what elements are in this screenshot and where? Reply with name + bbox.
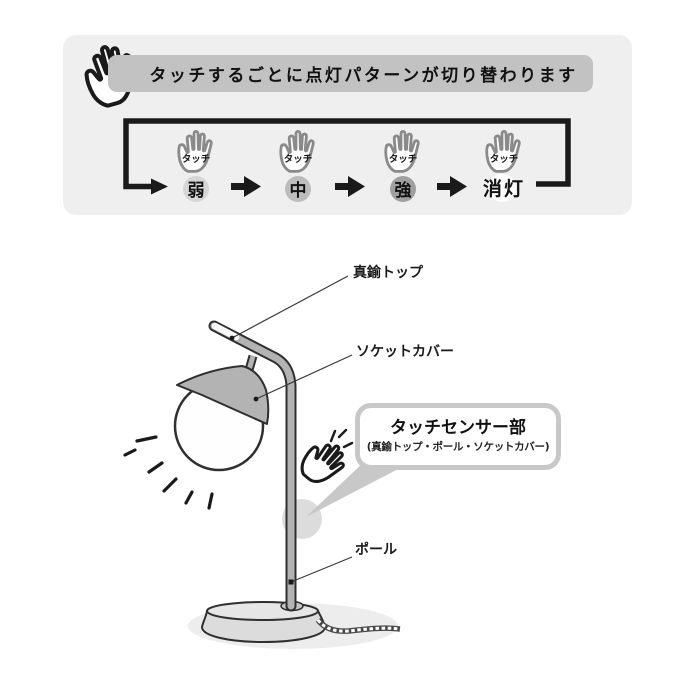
tap-strokes <box>329 428 354 449</box>
callout-subtitle: (真鍮トップ・ポール・ソケットカバー) <box>366 440 550 453</box>
touch-badge-label: タッチ <box>388 154 418 165</box>
touch-badge-label: タッチ <box>489 154 519 165</box>
lamp-base <box>201 610 326 643</box>
light-rays <box>123 435 214 510</box>
callout-title: タッチセンサー部 <box>390 418 526 439</box>
lamp-base-top <box>206 601 319 621</box>
floor-shadow <box>188 603 398 649</box>
socket-cover <box>176 365 270 425</box>
step-medium-label: 中 <box>289 181 307 201</box>
header-text: タッチするごとに点灯パターンが切り替わります <box>149 66 578 86</box>
touch-sensor-callout: タッチセンサー部 (真鍮トップ・ポール・ソケットカバー) <box>355 403 561 470</box>
socket-cover-label: ソケットカバー <box>356 344 454 360</box>
lamp-globe <box>173 380 265 472</box>
pole <box>210 322 295 610</box>
pole-label: ポール <box>355 542 397 558</box>
brass-top-tip <box>211 322 240 341</box>
leader-dot-brass <box>229 335 235 341</box>
touch-highlight <box>282 499 322 539</box>
leader-dot-pole <box>288 579 294 585</box>
step-weak-label: 弱 <box>187 181 205 201</box>
header-bar: タッチするごとに点灯パターンが切り替わります <box>108 55 593 92</box>
power-cord-braid <box>316 619 401 633</box>
leader-lines <box>231 275 353 583</box>
pole-outline <box>208 320 297 612</box>
socket-stem <box>244 355 256 378</box>
step-strong-label: 強 <box>394 181 412 201</box>
touch-badge-label: タッチ <box>181 154 211 165</box>
socket-stem-outline <box>242 354 258 379</box>
step-off-label: 消灯 <box>482 177 526 200</box>
touch-badge-label: タッチ <box>283 154 313 165</box>
tap-hand-icon <box>294 432 353 493</box>
pole-collar <box>280 600 304 612</box>
brass-top-label: 真鍮トップ <box>353 265 423 281</box>
power-cord <box>315 618 401 634</box>
leader-dot-socket <box>253 396 259 402</box>
